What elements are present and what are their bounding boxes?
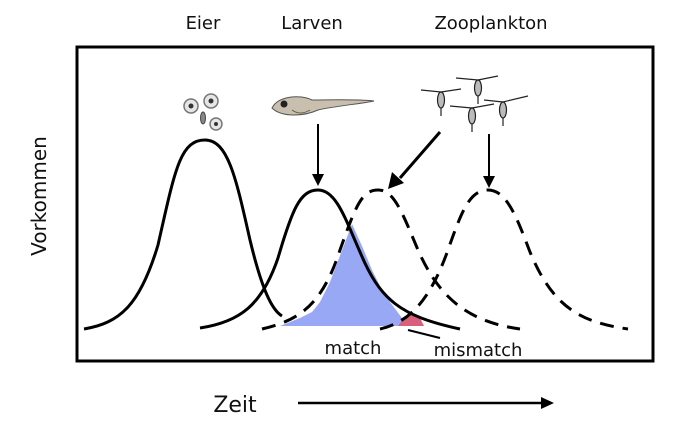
match-label: match xyxy=(325,338,382,359)
x-axis-label: Zeit xyxy=(213,393,257,418)
eggs-curve xyxy=(83,138,283,331)
mismatch-label: mismatch xyxy=(434,340,523,361)
y-axis-label: Vorkommen xyxy=(27,136,51,256)
larvae-curve xyxy=(199,188,461,331)
fish-eggs-icon xyxy=(183,93,223,131)
larvae-arrow xyxy=(312,124,324,186)
zooplankton-arrow-2 xyxy=(483,134,495,188)
eggs-label: Eier xyxy=(186,13,221,34)
plot-frame xyxy=(75,45,655,363)
zooplankton-label: Zooplankton xyxy=(434,13,547,34)
match-area xyxy=(280,224,404,326)
zooplankton-icon xyxy=(420,75,529,132)
zooplankton-curve-1 xyxy=(261,188,521,331)
zooplankton-curve-2 xyxy=(379,188,629,331)
mismatch-pointer xyxy=(407,329,441,339)
larvae-label: Larven xyxy=(281,13,343,34)
zooplankton-arrow-1 xyxy=(388,131,442,189)
time-arrow xyxy=(298,397,554,409)
fish-larva-icon xyxy=(271,96,375,116)
